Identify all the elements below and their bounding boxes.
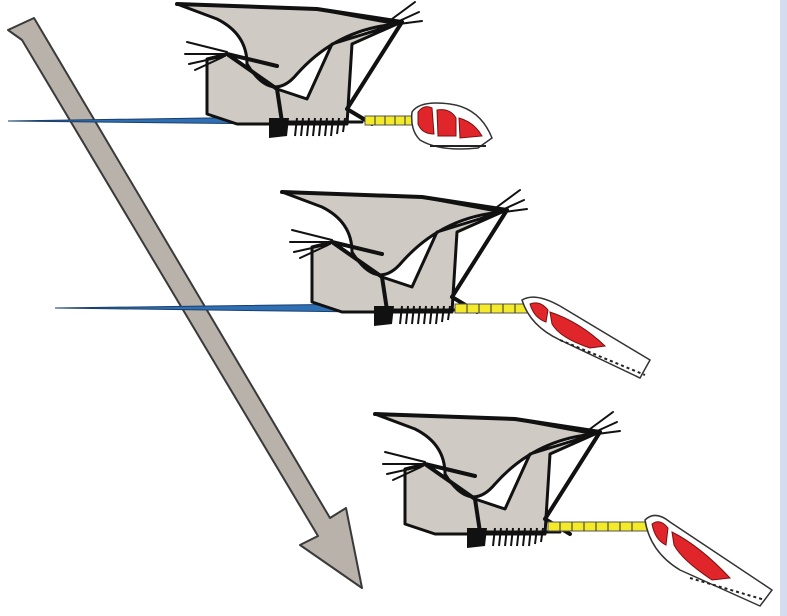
- evolution-arrow-icon: [7, 17, 363, 589]
- stage-2-pterosaur-icon: [54, 188, 652, 379]
- right-border-strip: [780, 0, 787, 616]
- stage-3-pterosaur-icon: [373, 410, 774, 607]
- stage-1-pterosaur-icon: [7, 0, 493, 150]
